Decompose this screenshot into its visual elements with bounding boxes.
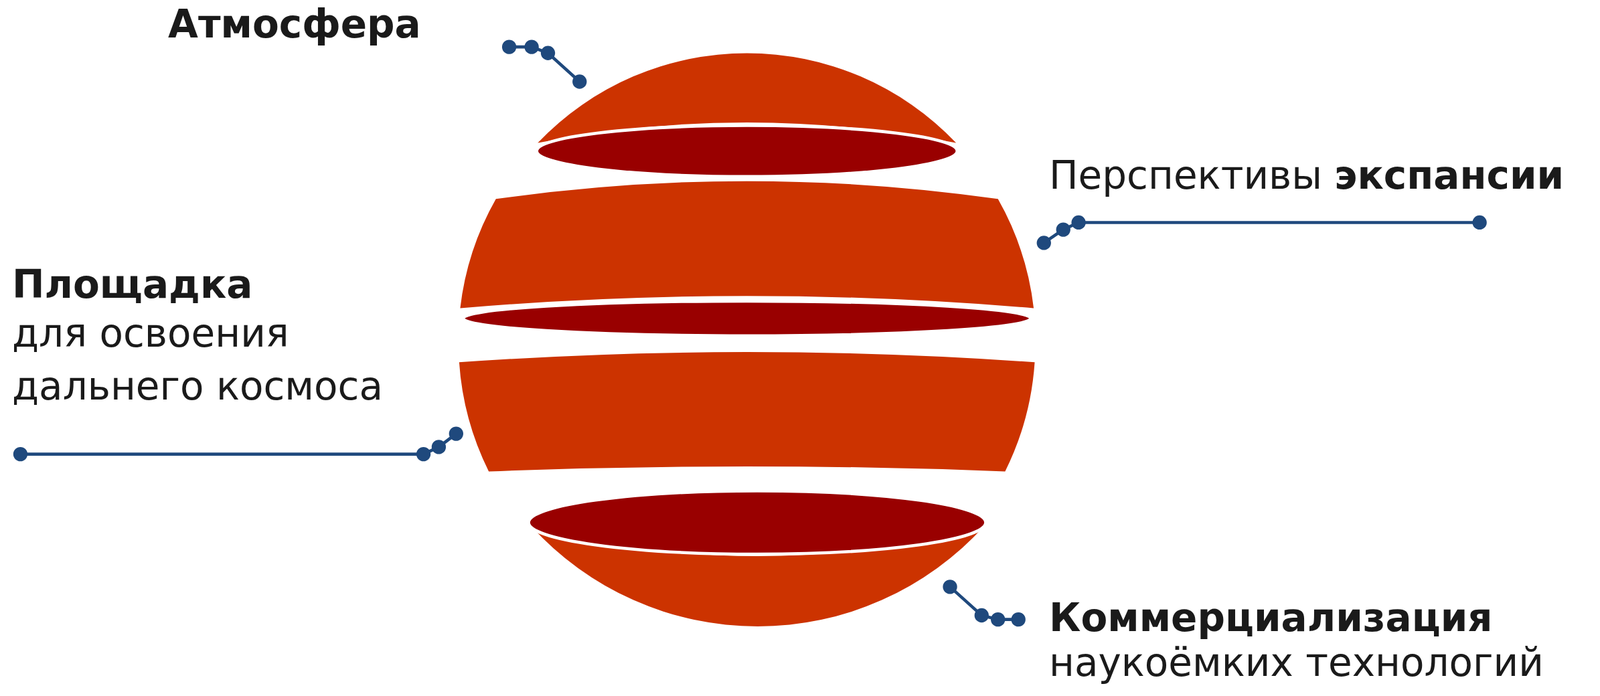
planet-slice [459,352,1035,472]
leader-dot [991,613,1005,627]
slice-face [536,125,958,177]
leader-dot [432,440,446,454]
slice-face [463,301,1031,337]
leader-dot [1056,222,1070,237]
slice-face [528,490,987,555]
callout-label: для освоения дальнего космоса [12,307,428,414]
leader-line [1043,222,1480,243]
heading-label: Коммерциализация [1049,595,1493,641]
leader-dot [974,609,989,623]
heading-label: Площадка [12,262,253,308]
callout-label: экспансии [1334,153,1564,199]
leader-dot [1011,613,1025,627]
leader-dot [449,427,463,441]
heading-label: Атмосфера [168,2,422,47]
leader-dot [943,580,957,594]
leader-dot [1036,236,1051,250]
leader-dot [1472,216,1487,230]
leader-dot [1071,216,1086,230]
leader-dot [541,46,555,60]
leader-dot [14,447,28,462]
planet-slice [459,181,1034,309]
leader-line [20,433,456,454]
leader-dot [573,74,587,89]
leader-line [509,46,580,82]
leader-dot [417,447,431,462]
leader-dot [524,40,539,54]
callout-label: Перспективы [1049,153,1323,199]
planet [459,52,1035,627]
callout-label: наукоёмких технологий [1049,640,1544,686]
leader-dot [502,40,517,54]
